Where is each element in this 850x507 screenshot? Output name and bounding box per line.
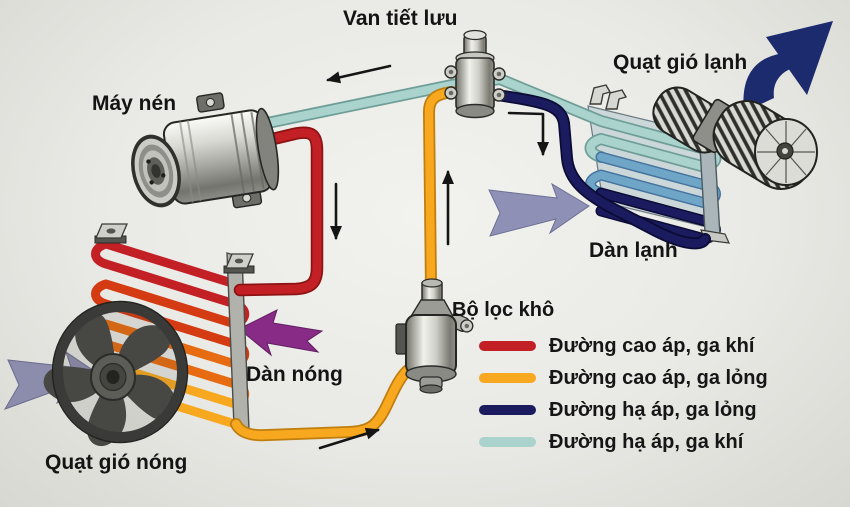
compressor-pulley — [131, 134, 181, 208]
legend: Đường cao áp, ga khí Đường cao áp, ga lỏ… — [479, 330, 768, 458]
legend-item-low-pressure-gas: Đường hạ áp, ga khí — [479, 426, 768, 458]
expansion-valve — [444, 29, 506, 119]
condenser-fan — [37, 300, 189, 453]
legend-item-low-pressure-liquid: Đường hạ áp, ga lỏng — [479, 394, 768, 426]
airflow-arrow-evaporator — [488, 182, 590, 237]
hot-air-arrow — [238, 309, 324, 357]
legend-label: Đường cao áp, ga khí — [549, 334, 755, 357]
label-drier-filter: Bộ lọc khô — [452, 299, 555, 321]
legend-swatch-high-pressure-liquid — [479, 373, 536, 383]
legend-swatch-low-pressure-liquid — [479, 405, 536, 415]
label-expansion-valve: Van tiết lưu — [343, 7, 458, 30]
flow-arrows — [318, 64, 549, 450]
legend-label: Đường hạ áp, ga lỏng — [549, 398, 757, 421]
label-condenser: Dàn nóng — [246, 363, 343, 386]
condenser-brackets — [94, 223, 255, 274]
flow-arrow-liquid-line — [318, 427, 380, 450]
compressor — [131, 92, 280, 209]
label-cold-air-fan: Quạt gió lạnh — [613, 51, 748, 74]
label-compressor: Máy nén — [92, 92, 177, 115]
evaporator-blower — [652, 86, 818, 190]
legend-item-high-pressure-liquid: Đường cao áp, ga lỏng — [479, 362, 768, 394]
legend-label: Đường hạ áp, ga khí — [549, 430, 744, 453]
cold-air-out-arrow — [743, 21, 833, 112]
receiver-drier — [395, 278, 474, 394]
label-evaporator: Dàn lạnh — [589, 239, 678, 262]
legend-swatch-low-pressure-gas — [479, 437, 536, 447]
flow-arrow-suction — [326, 64, 392, 84]
legend-item-high-pressure-gas: Đường cao áp, ga khí — [479, 330, 768, 362]
legend-swatch-high-pressure-gas — [479, 341, 536, 351]
label-hot-air-fan: Quạt gió nóng — [45, 451, 188, 474]
legend-label: Đường cao áp, ga lỏng — [549, 366, 768, 389]
flow-arrow-valve-out — [507, 111, 549, 156]
